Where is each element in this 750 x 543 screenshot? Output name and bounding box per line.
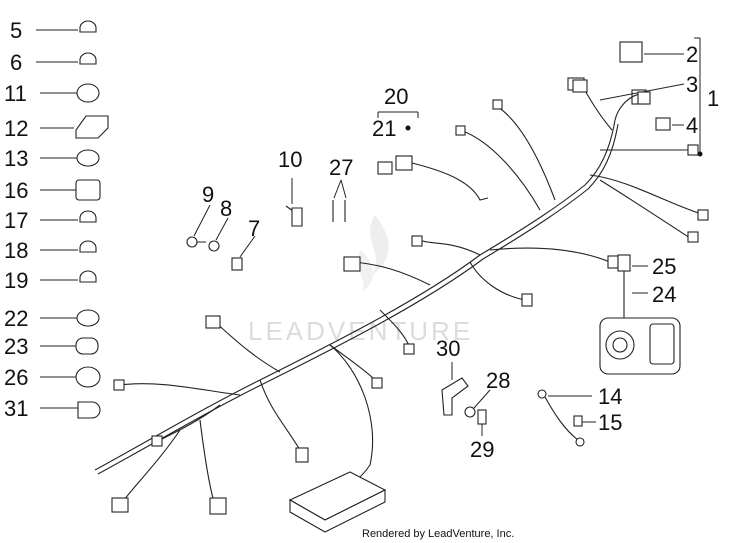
nut-7[interactable] bbox=[231, 235, 256, 271]
callout-9: 9 bbox=[202, 182, 214, 207]
callout-labels: 5 6 11 12 13 16 17 18 19 22 23 26 31 9 8… bbox=[4, 18, 719, 462]
callout-1: 1 bbox=[707, 86, 719, 111]
clamp-column bbox=[36, 20, 109, 419]
connector-4[interactable] bbox=[655, 117, 684, 131]
callout-12: 12 bbox=[4, 116, 28, 141]
callout-25: 25 bbox=[652, 254, 676, 279]
clamp-13[interactable] bbox=[40, 149, 100, 167]
callout-26: 26 bbox=[4, 365, 28, 390]
callout-5: 5 bbox=[10, 18, 22, 43]
callout-15: 15 bbox=[598, 410, 622, 435]
callout-20: 20 bbox=[384, 84, 408, 109]
clamp-18[interactable] bbox=[40, 240, 97, 253]
flame-logo-icon bbox=[357, 215, 389, 292]
callout-21: 21 bbox=[372, 116, 396, 141]
watermark-text: LEADVENTURE bbox=[248, 316, 473, 346]
callout-29: 29 bbox=[470, 437, 494, 462]
callout-7: 7 bbox=[248, 216, 260, 241]
callout-31: 31 bbox=[4, 396, 28, 421]
wiring-harness[interactable] bbox=[94, 79, 709, 533]
callout-6: 6 bbox=[10, 50, 22, 75]
bolt-9[interactable] bbox=[186, 204, 211, 248]
clamp-23[interactable] bbox=[40, 337, 99, 355]
callout-30: 30 bbox=[436, 336, 460, 361]
clamp-12[interactable] bbox=[40, 115, 109, 139]
callout-13: 13 bbox=[4, 146, 28, 171]
callout-24: 24 bbox=[652, 282, 676, 307]
callout-17: 17 bbox=[4, 208, 28, 233]
callout-16: 16 bbox=[4, 178, 28, 203]
connector-group-20[interactable] bbox=[377, 111, 489, 201]
render-credit: Rendered by LeadVenture, Inc. bbox=[362, 528, 514, 540]
washer-28[interactable] bbox=[464, 389, 491, 418]
clamp-26[interactable] bbox=[40, 366, 101, 388]
clamp-17[interactable] bbox=[40, 210, 97, 223]
callout-19: 19 bbox=[4, 268, 28, 293]
callout-11: 11 bbox=[4, 81, 27, 106]
ground-cable-14[interactable] bbox=[537, 389, 592, 447]
clamp-16[interactable] bbox=[40, 179, 101, 201]
callout-14: 14 bbox=[598, 384, 622, 409]
callout-23: 23 bbox=[4, 334, 28, 359]
throttle-body[interactable] bbox=[599, 254, 681, 375]
callout-27: 27 bbox=[329, 155, 353, 180]
watermark: LEADVENTURE bbox=[248, 215, 473, 346]
screw-15[interactable] bbox=[573, 415, 596, 427]
callout-22: 22 bbox=[4, 306, 28, 331]
callout-2: 2 bbox=[686, 42, 698, 67]
callout-8: 8 bbox=[220, 196, 232, 221]
screw-27[interactable] bbox=[332, 179, 347, 222]
washer-8[interactable] bbox=[208, 217, 229, 252]
callout-3: 3 bbox=[686, 72, 698, 97]
clamp-22[interactable] bbox=[40, 309, 100, 327]
sensor-2[interactable] bbox=[619, 41, 684, 63]
clamp-6[interactable] bbox=[36, 52, 97, 65]
callout-28: 28 bbox=[486, 368, 510, 393]
callout-18: 18 bbox=[4, 238, 28, 263]
bracket-30[interactable] bbox=[441, 362, 469, 416]
clamp-31[interactable] bbox=[40, 401, 101, 419]
clamp-19[interactable] bbox=[40, 270, 97, 283]
callout-10: 10 bbox=[278, 147, 302, 172]
screw-10[interactable] bbox=[285, 178, 303, 227]
bolt-29[interactable] bbox=[477, 409, 487, 436]
clamp-5[interactable] bbox=[36, 20, 97, 33]
callout-4: 4 bbox=[686, 113, 698, 138]
clamp-11[interactable] bbox=[40, 83, 100, 103]
